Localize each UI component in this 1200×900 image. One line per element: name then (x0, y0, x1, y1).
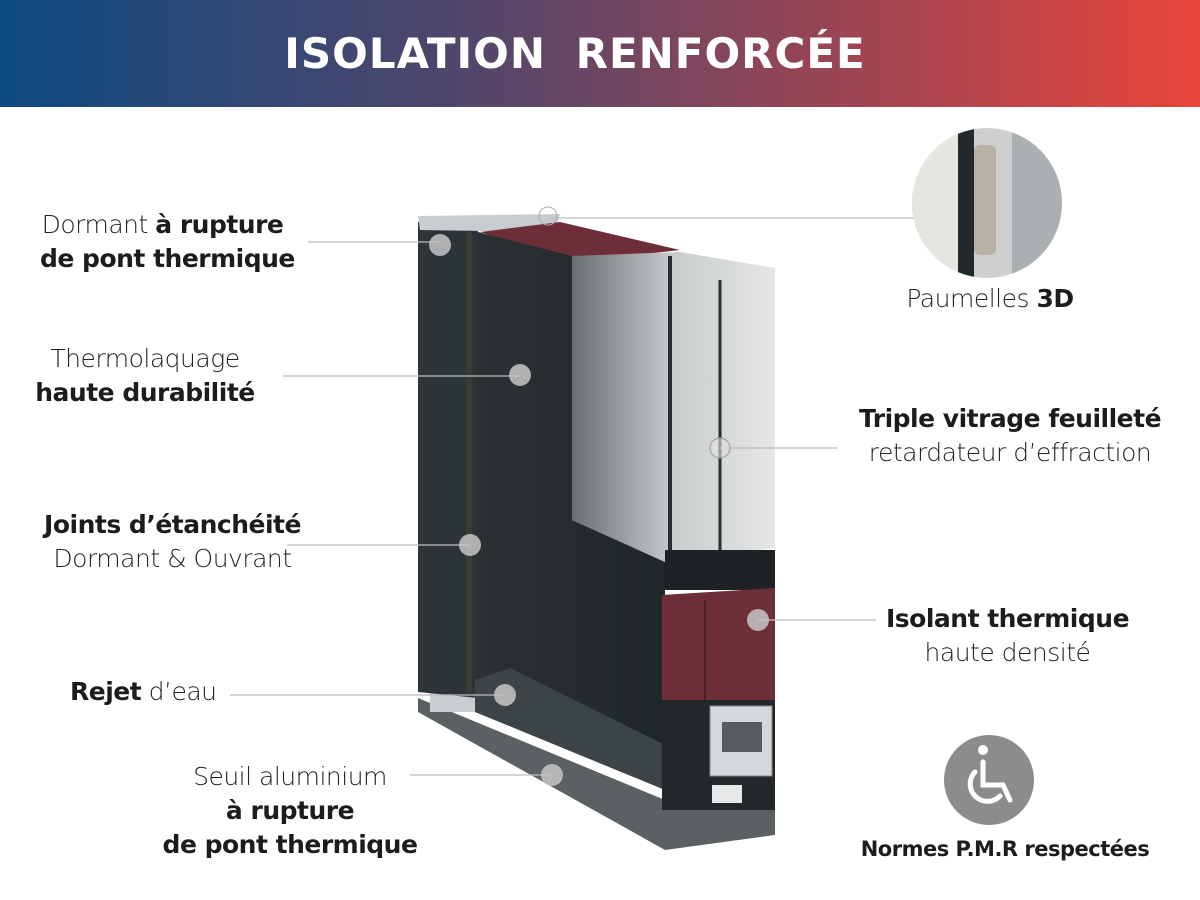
marker-dot (459, 534, 481, 556)
wheelchair-icon (967, 745, 1013, 804)
triple-glazing (572, 252, 775, 562)
marker-dot (538, 206, 558, 226)
label-triple-vitrage: Triple vitrage feuilleté retardateur d’e… (858, 404, 1162, 467)
marker-dot (509, 364, 531, 386)
label-isolant: Isolant thermique haute densité (885, 604, 1130, 667)
marker-dot (429, 234, 451, 256)
aluminium-sill (418, 698, 775, 850)
label-joints: Joints d’étanchéité Dormant & Ouvrant (44, 510, 301, 573)
label-thermolaquage: Thermolaquage haute durabilité (35, 344, 255, 407)
label-pmr: Normes P.M.R respectées (860, 837, 1150, 861)
outer-frame (418, 222, 478, 698)
marker-dot (494, 684, 516, 706)
bottom-insulation (662, 588, 775, 700)
hinge-photo (912, 128, 1062, 278)
pmr-badge (944, 735, 1034, 825)
label-rejet: Rejet d’eau (70, 677, 217, 706)
page-title: ISOLATION RENFORCÉE (284, 29, 866, 78)
marker-dot (747, 609, 769, 631)
label-dormant: Dormant à rupture de pont thermique (40, 210, 295, 273)
top-insulation (480, 222, 680, 262)
label-seuil: Seuil aluminium à rupture de pont thermi… (162, 762, 418, 859)
label-paumelles: Paumelles 3D (906, 284, 1074, 313)
marker-dot (709, 437, 731, 459)
marker-dot (541, 764, 563, 786)
header-banner: ISOLATION RENFORCÉE (0, 0, 1200, 107)
